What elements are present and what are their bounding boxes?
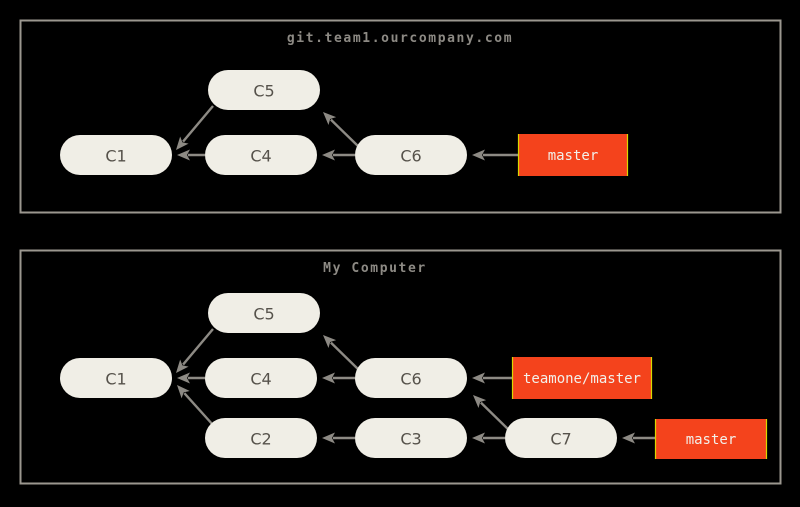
edge-C2-to-C1 — [177, 385, 214, 426]
branch-ref-box — [512, 357, 652, 399]
branch-ref-master[interactable]: master — [517, 134, 629, 176]
commit-node-shape — [355, 135, 467, 175]
commit-node-label: C2 — [250, 430, 271, 449]
commit-node-C6[interactable]: C6 — [355, 358, 467, 398]
commit-node-label: C5 — [253, 305, 274, 324]
panel-title: git.team1.ourcompany.com — [287, 31, 513, 46]
commit-node-shape — [205, 358, 317, 398]
edge-line — [183, 392, 214, 426]
edge-line — [330, 118, 361, 149]
edge-C4-to-C1 — [177, 149, 205, 161]
commit-node-C4[interactable]: C4 — [205, 135, 317, 175]
edge-C6-to-C5 — [323, 112, 361, 149]
commit-node-label: C6 — [400, 370, 421, 389]
edge-teamone-master-to-C6 — [472, 372, 512, 384]
branch-ref-box — [518, 134, 628, 176]
commit-node-label: C4 — [250, 147, 271, 166]
edge-arrowhead — [322, 372, 335, 384]
commit-node-C4[interactable]: C4 — [205, 358, 317, 398]
edge-master-to-C7 — [622, 432, 655, 444]
edge-line — [330, 341, 361, 372]
edge-arrowhead — [472, 372, 485, 384]
edge-arrowhead — [473, 395, 487, 409]
commit-node-C3[interactable]: C3 — [355, 418, 467, 458]
edge-layer — [176, 105, 518, 161]
edge-C3-to-C2 — [322, 432, 355, 444]
edge-C5-to-C1 — [176, 105, 214, 150]
commit-node-shape — [355, 418, 467, 458]
edge-line — [182, 328, 214, 366]
edge-C7-to-C6 — [473, 395, 511, 432]
commit-node-shape — [60, 135, 172, 175]
commit-node-shape — [60, 358, 172, 398]
edge-layer — [176, 328, 655, 444]
panel-border — [19, 249, 782, 485]
edge-arrowhead — [177, 385, 190, 399]
commit-node-shape — [208, 293, 320, 333]
edge-arrowhead — [323, 335, 337, 349]
edge-arrowhead — [176, 136, 189, 150]
commit-node-label: C5 — [253, 82, 274, 101]
edge-arrowhead — [472, 149, 485, 161]
edge-C6-to-C4 — [322, 149, 355, 161]
branch-ref-label: master — [686, 432, 737, 448]
commit-node-C5[interactable]: C5 — [208, 70, 320, 110]
commit-node-shape — [355, 358, 467, 398]
commit-node-C6[interactable]: C6 — [355, 135, 467, 175]
commit-node-shape — [505, 418, 617, 458]
edge-arrowhead — [177, 372, 190, 384]
commit-node-C7[interactable]: C7 — [505, 418, 617, 458]
commit-node-shape — [205, 418, 317, 458]
edge-line — [182, 105, 214, 143]
commit-node-label: C7 — [550, 430, 571, 449]
commit-node-C2[interactable]: C2 — [205, 418, 317, 458]
edge-arrowhead — [322, 149, 335, 161]
branch-ref-teamone-master[interactable]: teamone/master — [511, 357, 653, 399]
commit-node-C1[interactable]: C1 — [60, 135, 172, 175]
edge-master-to-C6 — [472, 149, 518, 161]
commit-node-label: C1 — [105, 370, 126, 389]
edge-C6-to-C4 — [322, 372, 355, 384]
branch-ref-master[interactable]: master — [654, 419, 768, 459]
commit-node-shape — [208, 70, 320, 110]
commit-node-label: C1 — [105, 147, 126, 166]
branch-ref-label: master — [548, 148, 599, 164]
edge-arrowhead — [472, 432, 485, 444]
edge-arrowhead — [176, 359, 189, 373]
edge-arrowhead — [622, 432, 635, 444]
edge-C5-to-C1 — [176, 328, 214, 373]
commit-node-label: C4 — [250, 370, 271, 389]
commit-node-C1[interactable]: C1 — [60, 358, 172, 398]
edge-arrowhead — [322, 432, 335, 444]
edge-C6-to-C5 — [323, 335, 361, 372]
commit-node-C5[interactable]: C5 — [208, 293, 320, 333]
branch-ref-box — [655, 419, 767, 459]
edge-arrowhead — [177, 149, 190, 161]
edge-arrowhead — [323, 112, 337, 126]
commit-node-shape — [205, 135, 317, 175]
branch-ref-label: teamone/master — [523, 371, 641, 387]
panel-title: My Computer — [323, 261, 427, 276]
edge-C7-to-C3 — [472, 432, 505, 444]
edge-C4-to-C1 — [177, 372, 205, 384]
commit-node-label: C3 — [400, 430, 421, 449]
commit-node-label: C6 — [400, 147, 421, 166]
panel-border — [19, 19, 782, 214]
edge-line — [480, 401, 511, 432]
